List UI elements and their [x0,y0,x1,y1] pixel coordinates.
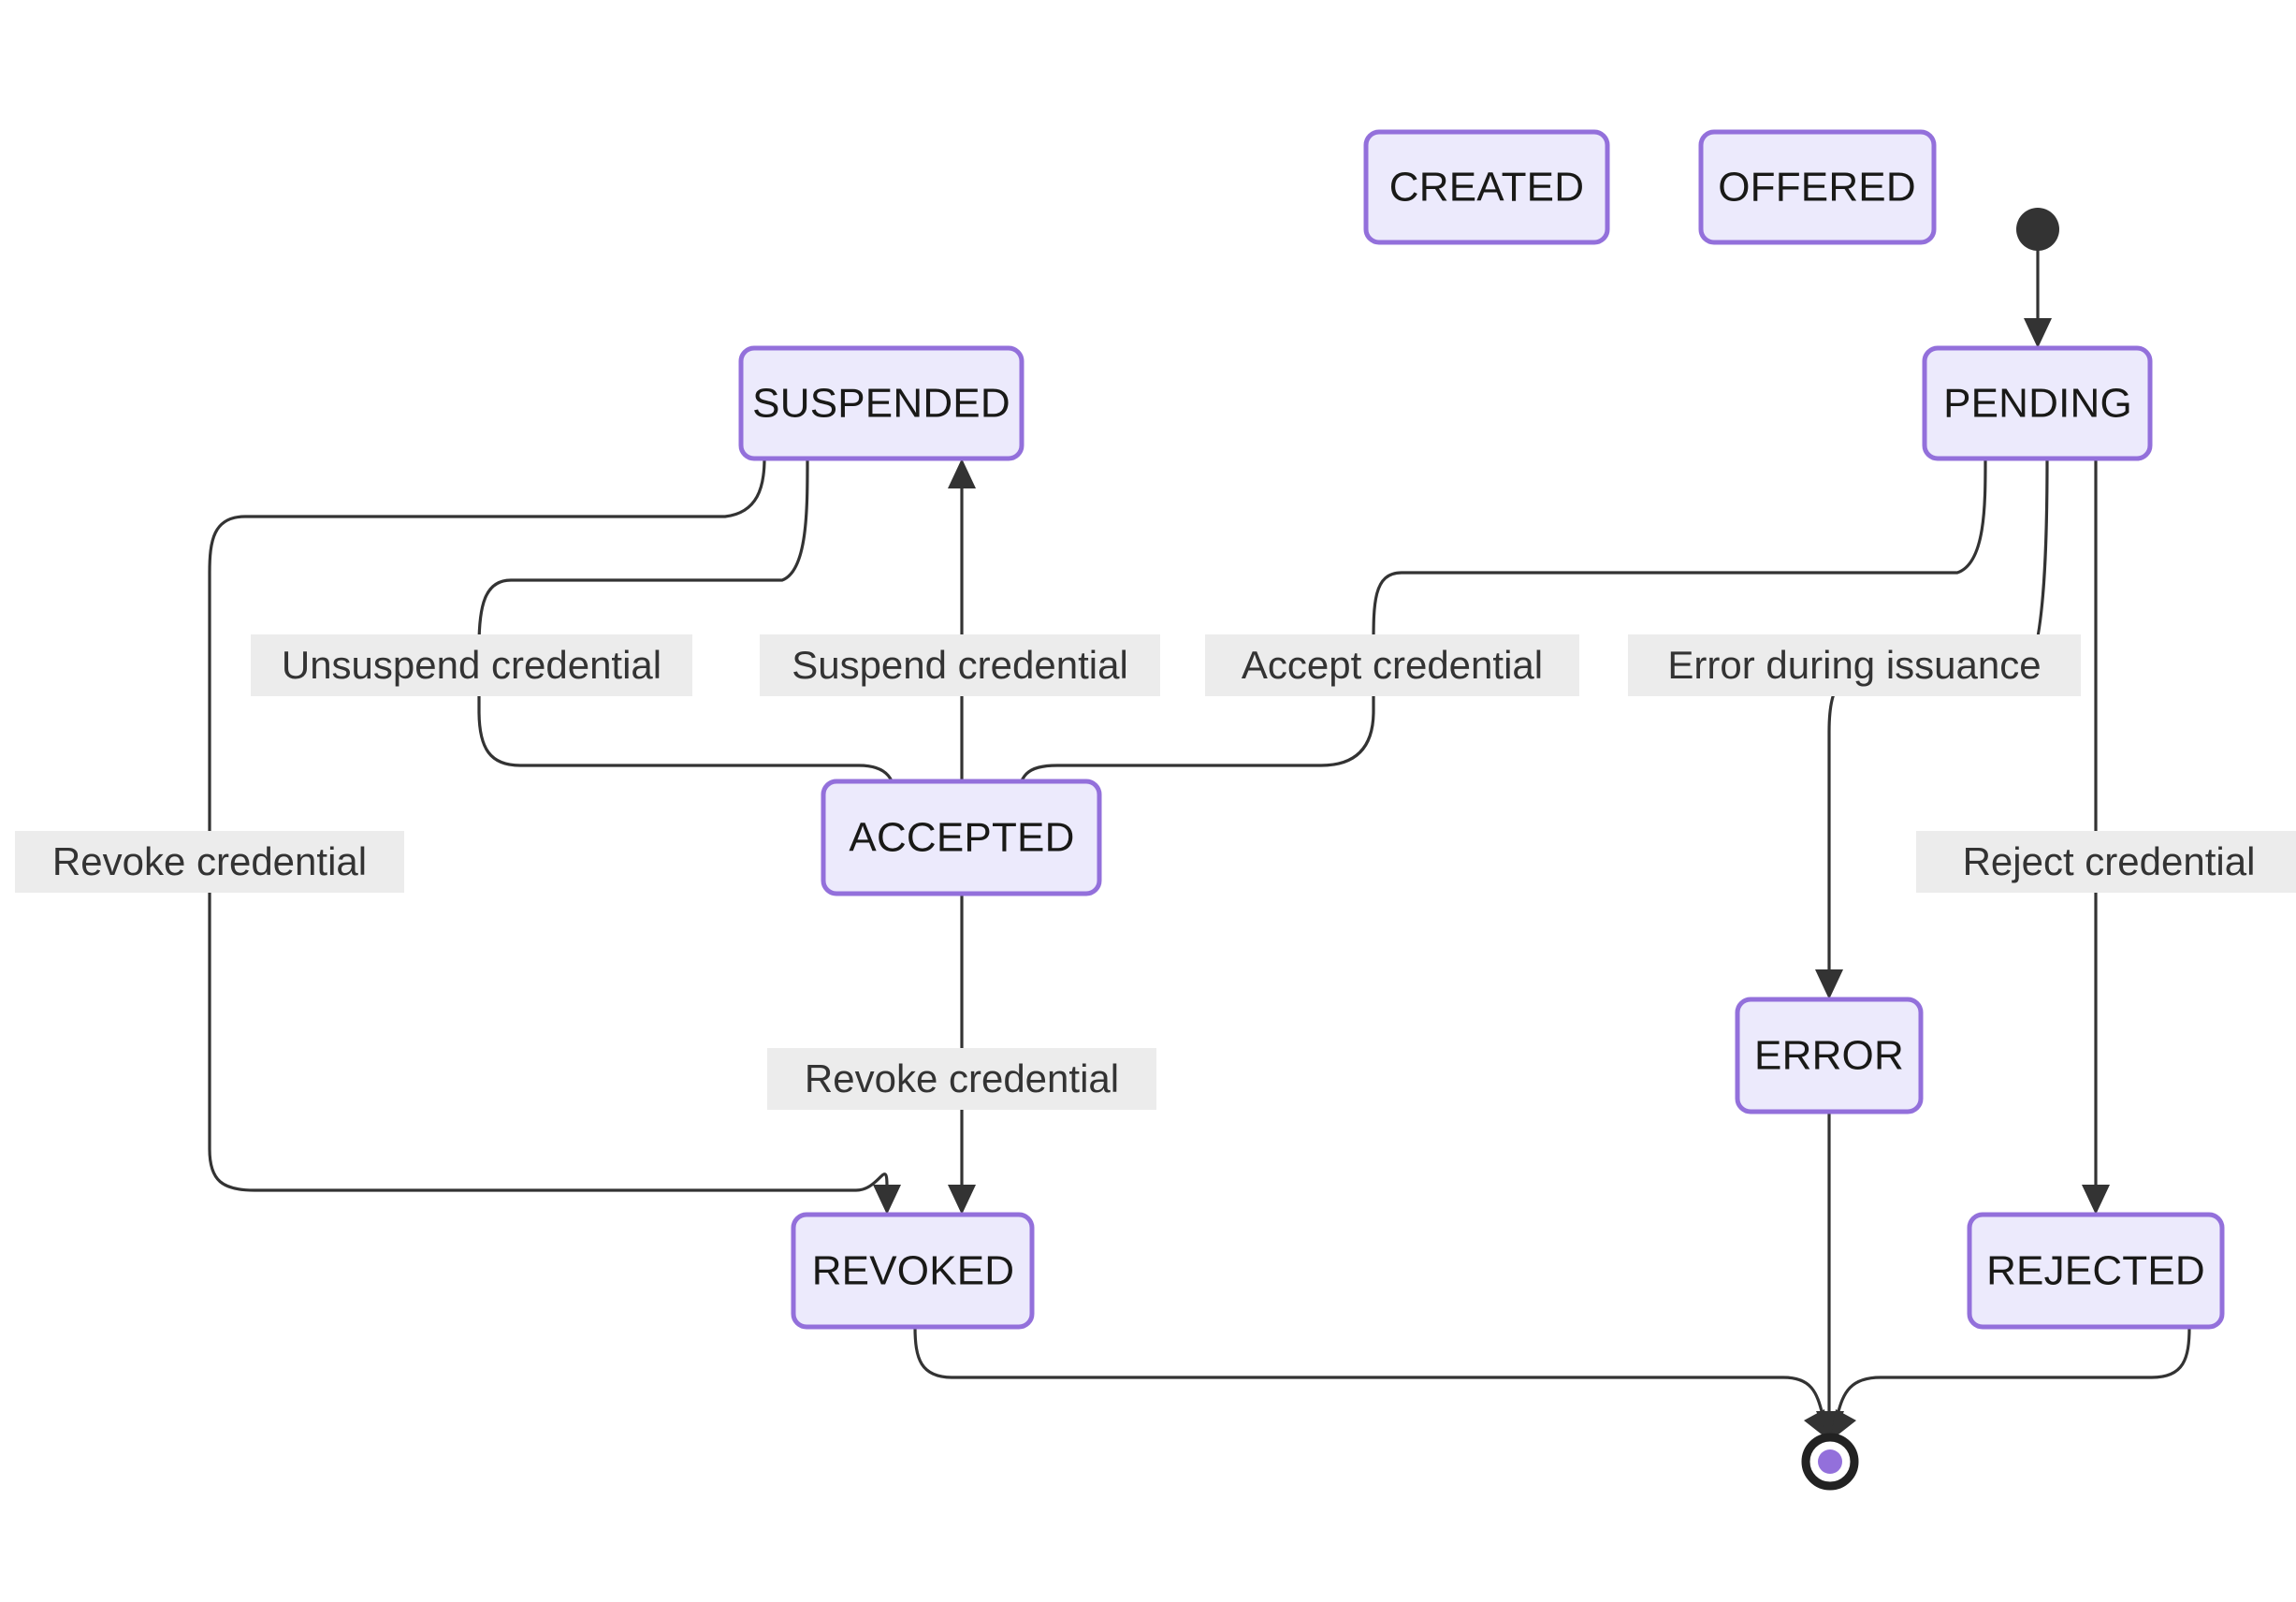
state-node-accepted-label: ACCEPTED [849,815,1074,861]
state-node-revoked[interactable]: REVOKED [791,1212,1035,1330]
edge-pending-to-rejected[interactable] [2082,457,2110,1215]
state-node-offered[interactable]: OFFERED [1698,129,1937,245]
state-node-accepted[interactable]: ACCEPTED [821,779,1102,896]
label-reject-credential: Reject credential [1916,831,2296,893]
state-node-error-label: ERROR [1754,1033,1904,1079]
state-node-created-box[interactable] [1363,129,1610,245]
state-node-pending[interactable]: PENDING [1922,345,2153,461]
edge-labels-layer: Unsuspend credential Suspend credential … [15,634,2296,1110]
label-error-during-issuance-text: Error during issuance [1667,643,2041,687]
label-unsuspend-credential: Unsuspend credential [251,634,692,696]
state-node-created[interactable]: CREATED [1363,129,1610,245]
state-node-rejected-label: REJECTED [1986,1248,2205,1294]
state-node-revoked-label: REVOKED [812,1248,1015,1294]
state-node-error-box[interactable] [1735,997,1924,1114]
state-node-created-label: CREATED [1389,165,1584,211]
label-reject-credential-text: Reject credential [1963,839,2256,883]
state-node-accepted-box[interactable] [821,779,1102,896]
state-node-error[interactable]: ERROR [1735,997,1924,1114]
label-error-during-issuance: Error during issuance [1628,634,2081,696]
state-node-suspended[interactable]: SUSPENDED [738,345,1024,461]
pseudo-states-layer [1801,208,2059,1491]
label-revoke-credential-left-text: Revoke credential [52,839,367,883]
end-node-icon[interactable] [1801,1433,1859,1491]
label-accept-credential-text: Accept credential [1242,643,1543,687]
edge-error-to-end[interactable] [1816,1110,1844,1441]
state-node-pending-label: PENDING [1943,381,2132,427]
start-node-icon[interactable] [2016,208,2059,251]
label-suspend-credential: Suspend credential [760,634,1160,696]
edge-accepted-to-revoked[interactable] [948,892,976,1215]
edge-revoked-to-end[interactable] [913,1325,1830,1441]
label-accept-credential: Accept credential [1205,634,1579,696]
edge-suspended-to-revoked[interactable] [208,457,901,1215]
state-node-suspended-label: SUSPENDED [752,381,1010,427]
state-node-rejected-box[interactable] [1967,1212,2225,1330]
state-node-offered-box[interactable] [1698,129,1937,245]
edge-start-to-pending[interactable] [2024,249,2052,348]
state-nodes-layer: CREATED OFFERED SUSPENDED PENDING ACCEPT… [738,129,2225,1330]
state-node-revoked-box[interactable] [791,1212,1035,1330]
edge-accepted-to-suspended[interactable] [948,459,976,783]
label-revoke-credential-left: Revoke credential [15,831,404,893]
label-suspend-credential-text: Suspend credential [792,643,1128,687]
edges-layer [208,249,2191,1441]
edge-pending-to-error[interactable] [1815,457,2049,999]
state-node-suspended-box[interactable] [738,345,1024,461]
state-node-pending-box[interactable] [1922,345,2153,461]
edge-rejected-to-end[interactable] [1830,1325,2191,1441]
label-revoke-credential-mid-text: Revoke credential [805,1056,1119,1100]
state-node-rejected[interactable]: REJECTED [1967,1212,2225,1330]
label-unsuspend-credential-text: Unsuspend credential [282,643,661,687]
label-revoke-credential-mid: Revoke credential [767,1048,1156,1110]
state-node-offered-label: OFFERED [1718,165,1916,211]
